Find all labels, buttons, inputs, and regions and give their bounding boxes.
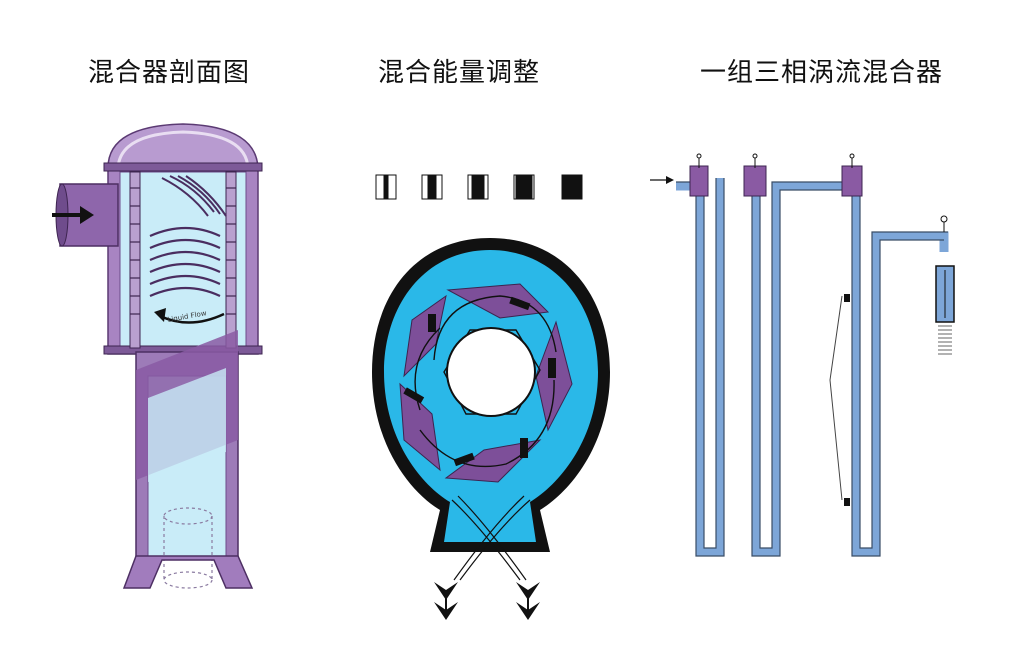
- mixer-head-1: [689, 165, 709, 197]
- panel2-title: 混合能量调整: [378, 58, 541, 88]
- vortex-ring: [372, 238, 610, 620]
- three-phase-mixer-chain: [650, 153, 955, 557]
- outlet-instrument: [935, 265, 955, 355]
- outlet-arrows: [434, 582, 540, 620]
- mixer-head-2: [743, 165, 767, 197]
- swirl-flow-arrow: [159, 312, 225, 324]
- panel1-title: 混合器剖面图: [88, 58, 251, 88]
- ring-center-hole: [446, 327, 536, 417]
- energy-level-indicators: [375, 174, 583, 200]
- energy-level-5: [561, 174, 583, 200]
- helical-coil: [149, 226, 221, 298]
- mixer-head-3: [841, 165, 863, 197]
- energy-level-1: [375, 174, 397, 200]
- energy-level-2: [421, 174, 443, 200]
- mixer-base: [122, 555, 254, 589]
- mixer-cross-section: Liquid Flow: [52, 123, 263, 589]
- energy-level-3: [467, 174, 489, 200]
- mixer-dome-cap: [107, 123, 259, 169]
- energy-level-4: [513, 174, 535, 200]
- panel3-title: 一组三相涡流混合器: [700, 58, 944, 88]
